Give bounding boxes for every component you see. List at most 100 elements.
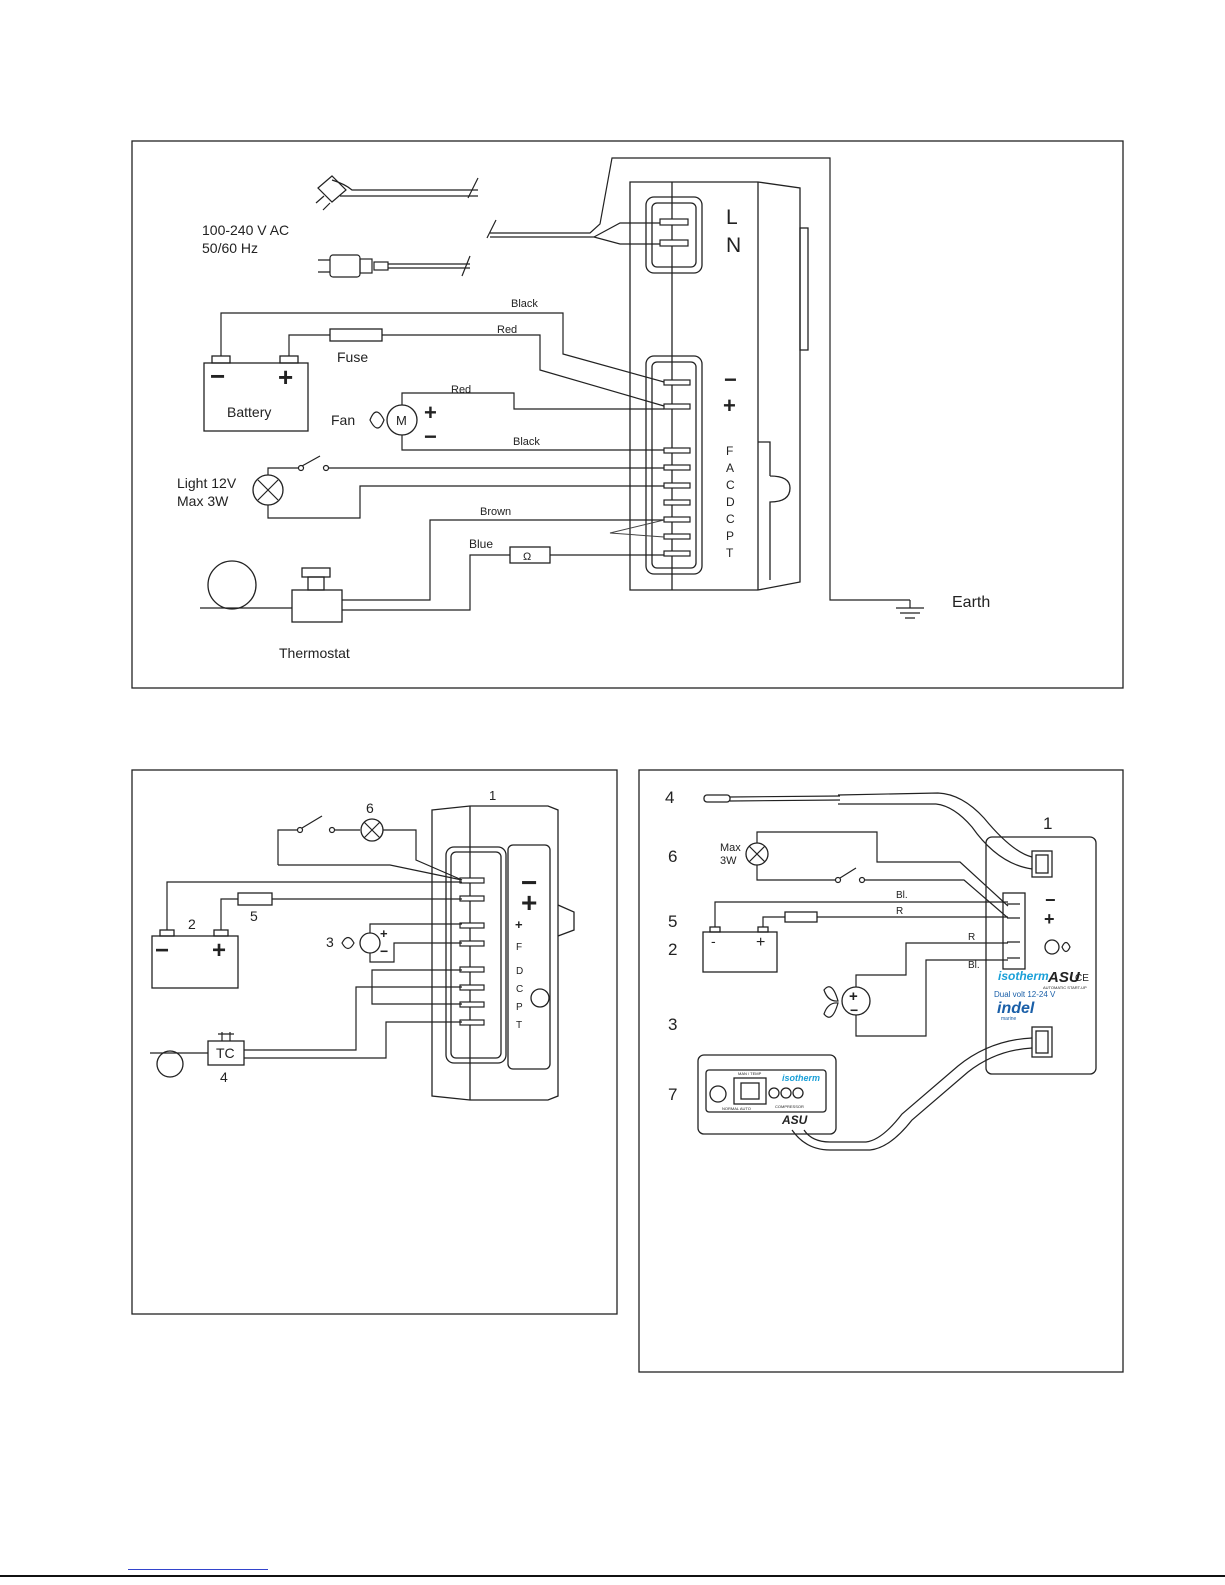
light-c <box>745 831 1009 919</box>
unit-number-b: 1 <box>489 788 496 803</box>
cable-break <box>486 219 497 239</box>
pin-d-b: D <box>516 966 523 977</box>
panel-label-2: NORMAL AUTO <box>722 1106 751 1111</box>
asu-sub-c: AUTOMATIC START-UP <box>1043 985 1087 990</box>
num-2-b: 2 <box>188 916 196 932</box>
unit-b <box>431 805 575 1101</box>
thermostat-b <box>150 969 462 1078</box>
battery-plus-a: + <box>278 362 293 392</box>
diagram-b-frame <box>131 769 618 1315</box>
wire-red-top: Red <box>497 324 517 336</box>
diagram-a-frame <box>131 140 1124 689</box>
num-5-c: 5 <box>668 912 677 931</box>
unit-minus-c: − <box>1045 890 1056 910</box>
pin-plus-b: + <box>515 917 523 932</box>
pin-f-a: F <box>726 444 733 458</box>
earth-icon <box>876 599 924 619</box>
panel-label-1: MAN / TEMP <box>738 1071 762 1076</box>
switch-a <box>301 455 321 467</box>
fan-plus-a: + <box>424 400 437 425</box>
wire-black-fan: Black <box>513 436 540 448</box>
light-a <box>252 455 664 519</box>
cable-to-earth <box>490 157 876 601</box>
brand-indel-sub: marine <box>1001 1016 1017 1022</box>
cable-l <box>593 222 672 238</box>
fan-b <box>341 923 462 963</box>
light-label-1: Light 12V <box>177 475 237 491</box>
wire-bl-2: Bl. <box>968 960 980 971</box>
num-5-b: 5 <box>250 908 258 924</box>
fuse-label-a: Fuse <box>337 349 368 365</box>
pin-d-a: D <box>726 495 735 509</box>
footer-link-underline[interactable] <box>128 1569 268 1570</box>
wire-r-1: R <box>896 906 903 917</box>
brand-indel: indel <box>997 1000 1035 1017</box>
tc-label-b: TC <box>216 1045 235 1061</box>
cable-n <box>490 236 672 245</box>
diagram-b: 1 − + + F D C P T 6 − <box>131 769 618 1315</box>
control-panel-c <box>697 1037 1033 1151</box>
pin-t-b: T <box>516 1020 522 1031</box>
fan-label-a: Fan <box>331 412 355 428</box>
pin-c-b: C <box>516 984 523 995</box>
thermostat-label-a: Thermostat <box>279 645 350 661</box>
us-plug-icon <box>318 254 471 278</box>
fan-a <box>369 392 664 451</box>
ce-mark: CE <box>1075 973 1089 984</box>
unit-plus-b: + <box>521 887 537 918</box>
wire-black-top: Black <box>511 298 538 310</box>
thermostat-a <box>200 519 665 623</box>
max-label-2: 3W <box>720 855 737 867</box>
battery-minus-b: − <box>155 937 169 964</box>
pin-f-b: F <box>516 942 522 953</box>
battery-c <box>702 901 1008 973</box>
wire-bl-1: Bl. <box>896 890 908 901</box>
battery-plus-c: + <box>756 934 765 951</box>
wire-r-2: R <box>968 932 975 943</box>
pin-p-b: P <box>516 1002 523 1013</box>
num-3-c: 3 <box>668 1015 677 1034</box>
battery-minus-c: - <box>711 933 716 949</box>
fan-minus-a: − <box>424 424 437 449</box>
unit-minus-b: − <box>521 867 537 898</box>
light-b <box>277 815 463 881</box>
fan-minus-b: − <box>380 943 388 959</box>
fan-c <box>823 942 1008 1037</box>
ohm-label-a: Ω <box>523 551 531 563</box>
num-7-c: 7 <box>668 1085 677 1104</box>
max-label-1: Max <box>720 842 741 854</box>
num-4-c: 4 <box>665 788 674 807</box>
terminal-n: N <box>726 234 741 257</box>
num-1-c: 1 <box>1043 814 1052 833</box>
switch-c <box>839 867 857 879</box>
earth-label: Earth <box>952 594 990 611</box>
resistor-a <box>509 546 551 564</box>
terminal-l: L <box>726 206 738 229</box>
pin-minus-a: − <box>724 367 737 392</box>
wire-brown: Brown <box>480 506 511 518</box>
battery-label-a: Battery <box>227 404 271 420</box>
switch-b <box>301 815 323 829</box>
footer-rule <box>0 1575 1225 1577</box>
diagram-c-frame <box>638 769 1124 1373</box>
brand-isotherm-c: isotherm <box>998 969 1049 983</box>
diagram-a: 100-240 V AC 50/60 Hz L N <box>131 140 1124 689</box>
sensor-cable-c <box>703 792 1033 870</box>
euro-plug-icon <box>315 175 479 211</box>
wire-blue: Blue <box>469 537 493 551</box>
asu-label-c: ASU <box>1047 969 1081 986</box>
unit-c <box>985 836 1097 1075</box>
light-label-2: Max 3W <box>177 493 229 509</box>
battery-a <box>203 312 665 432</box>
fan-symbol-icon <box>1044 939 1071 955</box>
num-3-b: 3 <box>326 934 334 950</box>
pin-plus-a: + <box>723 393 736 418</box>
pin-c1-a: C <box>726 478 735 492</box>
pin-labels-a: − + F A C D C P T <box>723 367 737 560</box>
battery-b <box>151 881 462 989</box>
panel-asu: ASU <box>781 1113 808 1127</box>
fan-minus-c: − <box>850 1002 858 1018</box>
pin-p-a: P <box>726 529 734 543</box>
supply-frequency: 50/60 Hz <box>202 240 258 256</box>
